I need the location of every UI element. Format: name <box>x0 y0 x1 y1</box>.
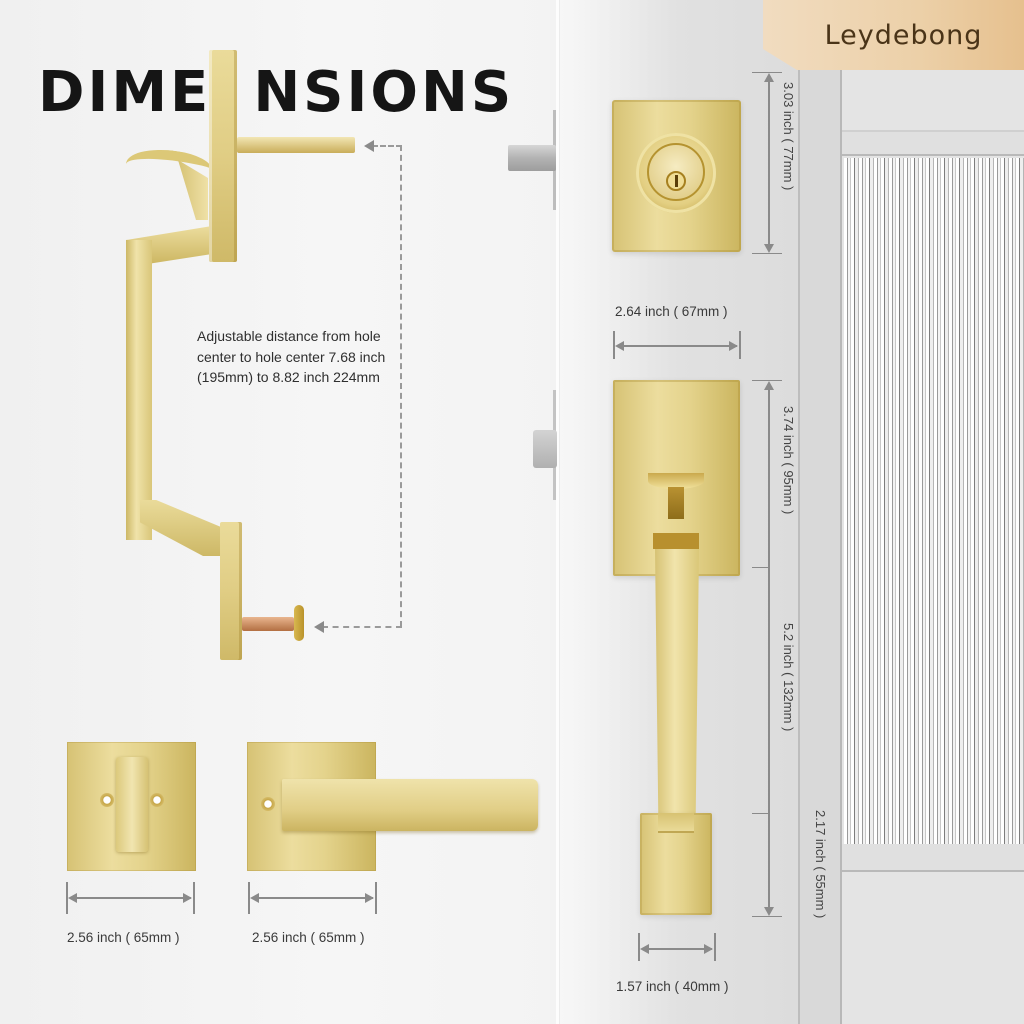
arrow-left-icon <box>68 893 77 903</box>
arrow-down-icon <box>764 244 774 253</box>
arrow-right-icon <box>729 341 738 351</box>
handle-foot-neck <box>658 813 694 833</box>
privacy-width-label: 2.56 inch ( 65mm ) <box>67 930 180 945</box>
side-plate-top <box>209 50 237 262</box>
screw-hole-icon <box>150 793 164 807</box>
deadbolt-height-label: 3.03 inch ( 77mm ) <box>781 82 796 191</box>
key-slot <box>675 175 678 187</box>
dim-line-deadbolt-width <box>617 345 737 347</box>
side-plate-bottom <box>220 522 242 660</box>
arrow-right-icon <box>183 893 192 903</box>
dim-tick <box>66 882 68 914</box>
lever-bar <box>282 779 538 831</box>
dim-line-lever-width <box>252 897 373 899</box>
door-frame-strip <box>798 70 842 1024</box>
arrow-right-icon <box>704 944 713 954</box>
dim-line-foot-width <box>642 948 712 950</box>
arrow-left-icon <box>640 944 649 954</box>
dim-tick <box>714 933 716 961</box>
deadbolt-width-label: 2.64 inch ( 67mm ) <box>615 304 728 319</box>
arrow-left-icon <box>314 621 324 633</box>
arrow-down-icon <box>764 907 774 916</box>
handle-foot-width-label: 1.57 inch ( 40mm ) <box>616 979 729 994</box>
handle-grip <box>126 240 152 540</box>
callout-dashed-bottom <box>322 626 402 628</box>
arrow-left-icon <box>615 341 624 351</box>
page-title: DIME NSIONS <box>38 60 514 125</box>
arrow-left-icon <box>364 140 374 152</box>
spindle-bottom <box>242 617 294 631</box>
screw-cap <box>294 605 304 641</box>
cylinder-inner <box>647 143 705 201</box>
arrow-left-icon <box>250 893 259 903</box>
dim-tick <box>752 72 782 73</box>
thumb-piece <box>648 473 704 489</box>
dim-line-handle-height <box>768 384 770 912</box>
title-part-2: NSIONS <box>253 60 515 125</box>
dim-tick <box>752 813 768 814</box>
dim-tick <box>375 882 377 914</box>
adjustable-distance-note: Adjustable distance from hole center to … <box>197 328 386 385</box>
arrow-right-icon <box>365 893 374 903</box>
handle-neck <box>653 533 699 549</box>
spindle-top <box>237 137 355 153</box>
lever-width-label: 2.56 inch ( 65mm ) <box>252 930 365 945</box>
fluted-glass-panel <box>844 158 1024 844</box>
dim-tick <box>638 933 640 961</box>
handle-depth-label: 2.17 inch ( 55mm ) <box>813 810 828 919</box>
dim-tick <box>613 331 615 359</box>
title-part-1: DIME <box>38 60 212 125</box>
screw-hole-icon <box>261 797 275 811</box>
dim-tick <box>739 331 741 359</box>
panel-top-rail <box>842 130 1024 156</box>
dim-tick <box>248 882 250 914</box>
dim-line-deadbolt-height <box>768 76 770 250</box>
dim-tick <box>752 916 782 917</box>
panel-bottom-rail <box>842 844 1024 872</box>
dim-tick <box>752 567 768 568</box>
dim-tick <box>752 380 782 381</box>
handle-grip-length-label: 5.2 inch ( 132mm ) <box>781 623 796 732</box>
arrow-up-icon <box>764 381 774 390</box>
brand-banner: Leydebong <box>763 0 1024 70</box>
deadbolt-latch <box>508 145 556 171</box>
privacy-thumb-turn <box>116 757 148 852</box>
handle-latch <box>533 430 557 468</box>
thumb-stem <box>668 487 684 519</box>
screw-hole-icon <box>100 793 114 807</box>
callout-dashed-line <box>400 145 402 627</box>
brand-name: Leydebong <box>824 19 983 51</box>
arrow-up-icon <box>764 73 774 82</box>
dim-tick <box>193 882 195 914</box>
handle-grip-front <box>655 549 699 833</box>
dim-tick <box>752 253 782 254</box>
door-edge <box>556 0 559 1024</box>
callout-dashed-top <box>372 145 402 147</box>
handle-plate-height-label: 3.74 inch ( 95mm ) <box>781 406 796 515</box>
dim-line-privacy-width <box>70 897 191 899</box>
